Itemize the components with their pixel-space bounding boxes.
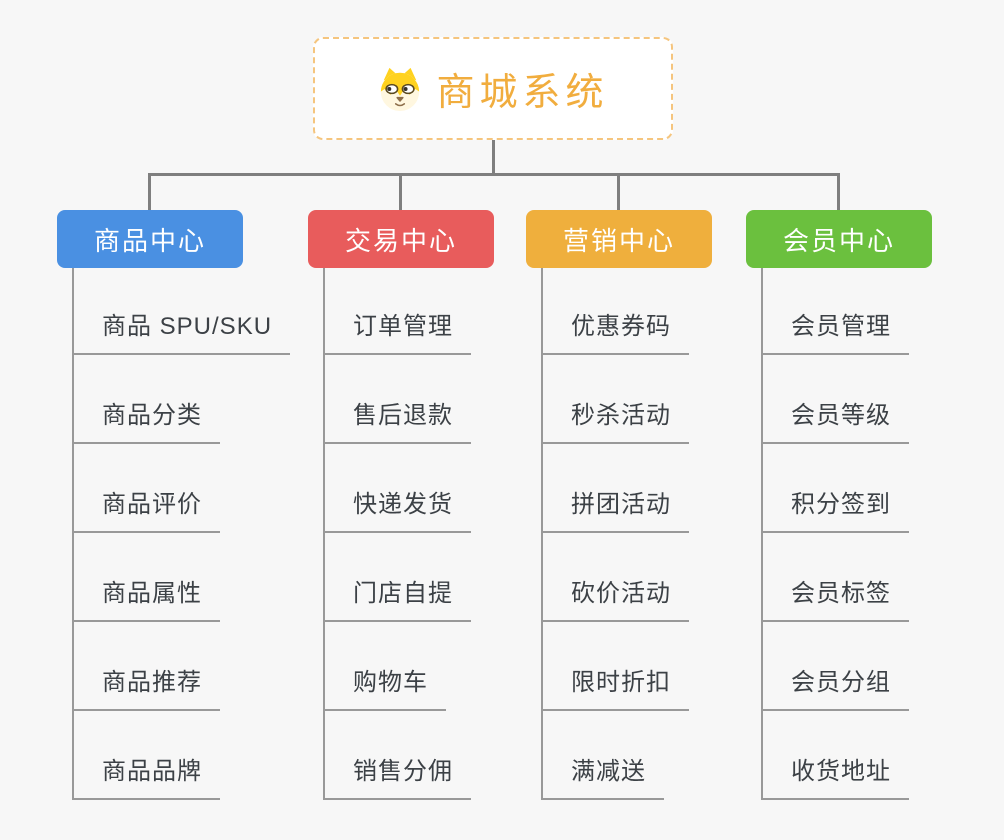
leaf-node[interactable]: 会员管理 [761, 310, 909, 355]
leaf-label: 秒杀活动 [541, 399, 689, 444]
branch-column-member-center: 会员中心 会员管理 会员等级 积分签到 会员标签 会员分组 收货地址 [746, 210, 998, 822]
leaf-node[interactable]: 砍价活动 [541, 577, 689, 622]
leaf-node[interactable]: 售后退款 [323, 399, 471, 444]
leaf-node[interactable]: 快递发货 [323, 488, 471, 533]
leaf-label: 商品分类 [72, 399, 220, 444]
connector-drop-branch-4 [837, 175, 840, 210]
leaf-node[interactable]: 秒杀活动 [541, 399, 689, 444]
leaf-node[interactable]: 拼团活动 [541, 488, 689, 533]
leaf-label: 商品品牌 [72, 755, 220, 800]
connector-drop-branch-1 [148, 175, 151, 210]
leaf-node[interactable]: 商品品牌 [72, 755, 220, 800]
leaf-node[interactable]: 收货地址 [761, 755, 909, 800]
branch-label: 营销中心 [562, 225, 675, 256]
branch-node-trade-center[interactable]: 交易中心 [308, 210, 494, 268]
leaf-node[interactable]: 商品推荐 [72, 666, 220, 711]
leaf-label: 门店自提 [323, 577, 471, 622]
leaf-label: 会员分组 [761, 666, 909, 711]
branch-label: 交易中心 [344, 225, 457, 256]
connector-drop-branch-3 [617, 175, 620, 210]
branch-label: 商品中心 [93, 225, 206, 256]
leaf-node[interactable]: 商品属性 [72, 577, 220, 622]
leaf-label: 限时折扣 [541, 666, 689, 711]
leaf-label: 优惠券码 [541, 310, 689, 355]
leaf-label: 会员标签 [761, 577, 909, 622]
leaf-label: 积分签到 [761, 488, 909, 533]
connector-branch-line [72, 268, 74, 800]
leaf-node[interactable]: 会员标签 [761, 577, 909, 622]
connector-branch-line [761, 268, 763, 800]
connector-branch-line [323, 268, 325, 800]
leaf-node[interactable]: 商品评价 [72, 488, 220, 533]
connector-root-stub [492, 139, 495, 175]
leaf-label: 订单管理 [323, 310, 471, 355]
leaf-label: 拼团活动 [541, 488, 689, 533]
leaf-label: 销售分佣 [323, 755, 471, 800]
branch-node-product-center[interactable]: 商品中心 [57, 210, 243, 268]
leaf-node[interactable]: 门店自提 [323, 577, 471, 622]
branch-column-marketing-center: 营销中心 优惠券码 秒杀活动 拼团活动 砍价活动 限时折扣 满减送 [526, 210, 778, 822]
leaf-label: 收货地址 [761, 755, 909, 800]
leaf-label: 售后退款 [323, 399, 471, 444]
leaf-label: 会员等级 [761, 399, 909, 444]
leaf-node[interactable]: 订单管理 [323, 310, 471, 355]
root-node[interactable]: 商城系统 [313, 37, 673, 140]
leaf-label: 会员管理 [761, 310, 909, 355]
leaf-node[interactable]: 优惠券码 [541, 310, 689, 355]
leaf-label: 满减送 [541, 755, 664, 800]
branch-node-member-center[interactable]: 会员中心 [746, 210, 932, 268]
branch-column-trade-center: 交易中心 订单管理 售后退款 快递发货 门店自提 购物车 销售分佣 [308, 210, 560, 822]
leaf-node[interactable]: 会员分组 [761, 666, 909, 711]
connector-bus [148, 173, 840, 176]
leaf-node[interactable]: 限时折扣 [541, 666, 689, 711]
leaf-node[interactable]: 购物车 [323, 666, 446, 711]
connector-branch-line [541, 268, 543, 800]
leaf-label: 商品推荐 [72, 666, 220, 711]
leaf-label: 商品 SPU/SKU [72, 310, 291, 355]
root-title: 商城系统 [436, 72, 609, 114]
leaf-node[interactable]: 销售分佣 [323, 755, 471, 800]
connector-drop-branch-2 [399, 175, 402, 210]
leaf-node[interactable]: 满减送 [541, 755, 664, 800]
shiba-dog-icon [377, 66, 423, 112]
leaf-node[interactable]: 积分签到 [761, 488, 909, 533]
leaf-node[interactable]: 商品分类 [72, 399, 220, 444]
branch-column-product-center: 商品中心 商品 SPU/SKU 商品分类 商品评价 商品属性 商品推荐 商品品牌 [57, 210, 309, 822]
branch-node-marketing-center[interactable]: 营销中心 [526, 210, 712, 268]
branch-label: 会员中心 [782, 225, 895, 256]
leaf-label: 商品属性 [72, 577, 220, 622]
leaf-node[interactable]: 商品 SPU/SKU [72, 310, 291, 355]
leaf-label: 砍价活动 [541, 577, 689, 622]
leaf-label: 商品评价 [72, 488, 220, 533]
leaf-label: 购物车 [323, 666, 446, 711]
leaf-label: 快递发货 [323, 488, 471, 533]
leaf-node[interactable]: 会员等级 [761, 399, 909, 444]
